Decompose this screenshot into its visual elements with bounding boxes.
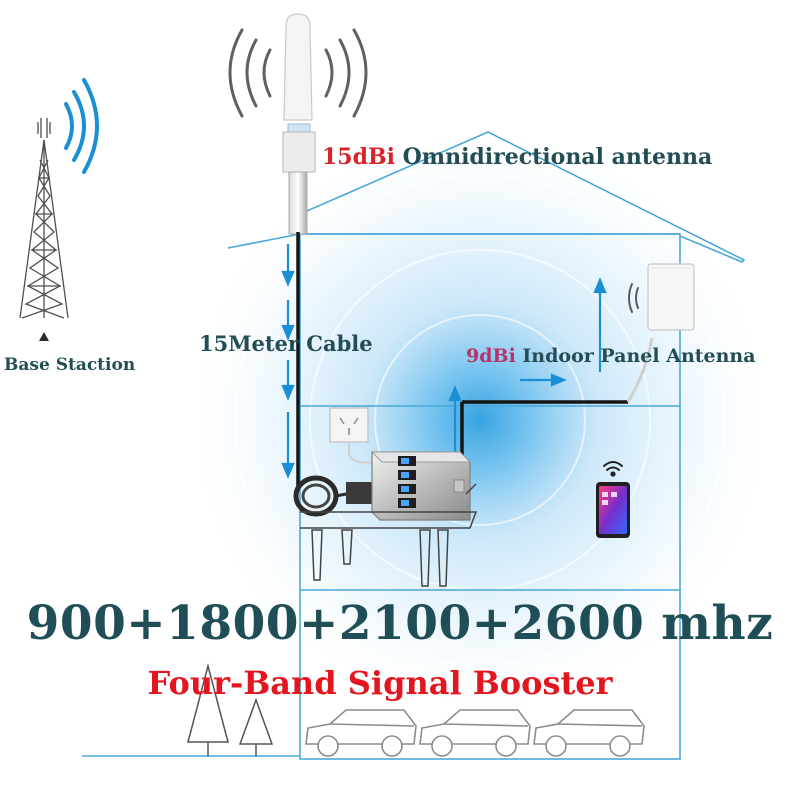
wifi-icon: [603, 461, 623, 477]
omni-antenna-gain: 15dBi: [322, 144, 395, 170]
signal-booster-unit: [370, 451, 472, 521]
signal-coverage: [180, 120, 780, 720]
trees: [187, 663, 274, 756]
omni-antenna: [282, 13, 316, 235]
cars: [305, 709, 645, 757]
product-title: Four-Band Signal Booster: [147, 664, 613, 702]
omni-antenna-label: 15dBi Omnidirectional antenna: [322, 144, 712, 170]
omni-antenna-name: Omnidirectional antenna: [402, 144, 713, 170]
panel-cable: [626, 337, 654, 403]
panel-signal-waves: [628, 283, 639, 313]
signal-flow-arrows: [281, 244, 607, 490]
panel-antenna-gain: 9dBi: [466, 345, 516, 367]
panel-antenna-label: 9dBi Indoor Panel Antenna: [466, 345, 756, 367]
panel-antenna-name: Indoor Panel Antenna: [522, 345, 756, 367]
indoor-panel-antenna: [647, 263, 695, 331]
power-socket: [329, 407, 387, 465]
base-station-label: Base Staction: [4, 355, 136, 375]
base-station-tower: [19, 118, 69, 319]
base-station-marker: [39, 332, 49, 341]
tower-signal-waves: [64, 78, 99, 174]
power-adapter: [293, 475, 372, 517]
cable-label: 15Meter Cable: [199, 331, 373, 356]
frequency-bands-headline: 900+1800+2100+2600 mhz: [26, 596, 774, 651]
omni-signal-waves: [228, 28, 368, 118]
smartphone: [596, 482, 630, 538]
booster-stand: [300, 483, 478, 587]
